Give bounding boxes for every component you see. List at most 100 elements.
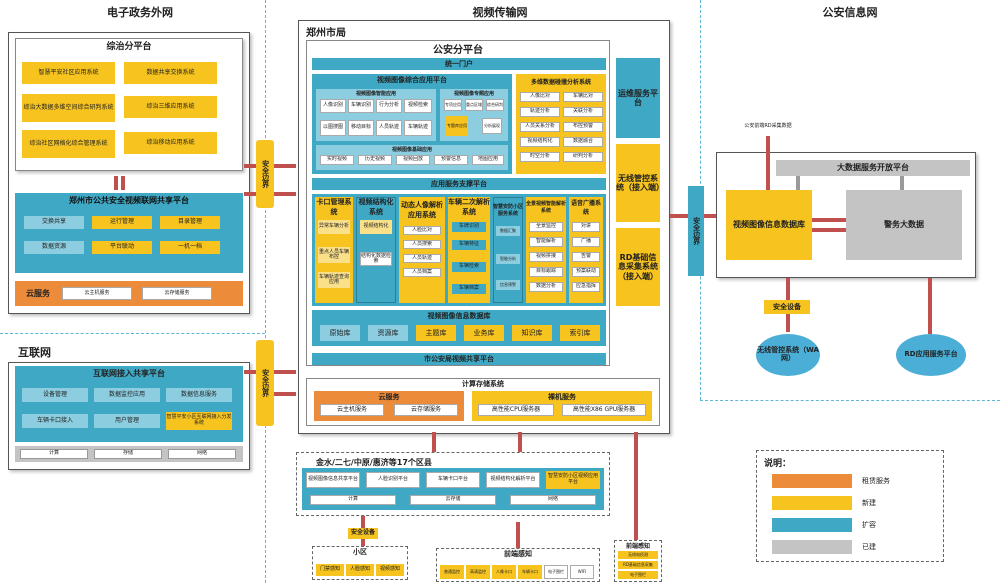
g2-item-5[interactable]: 分析展现: [482, 118, 502, 134]
g2-item-3[interactable]: 综合研判: [486, 99, 504, 111]
internet-network[interactable]: 网络: [168, 449, 236, 459]
multi-item-7[interactable]: 视频结构化: [520, 137, 560, 147]
g2-item-1[interactable]: 专项应用: [444, 99, 462, 111]
g1-item-3[interactable]: 行为分析: [376, 99, 402, 113]
system-3-item-3[interactable]: 人员轨迹: [403, 254, 441, 263]
police-big-data[interactable]: 警务大数据: [846, 190, 962, 260]
sense-item-2[interactable]: 高清监控: [466, 565, 490, 579]
district-compute[interactable]: 计算: [310, 495, 396, 505]
egov-app-2[interactable]: 数据共享交换系统: [124, 62, 217, 84]
wireless-cloud[interactable]: 无线管控系统（WA网）: [756, 334, 820, 376]
system-6-item-1[interactable]: 全景监控: [529, 222, 563, 232]
db-item-4[interactable]: 业务库: [464, 325, 504, 341]
system-5-item-3[interactable]: 信息预警: [496, 280, 520, 290]
egov-app-6[interactable]: 综治移动应用系统: [124, 132, 217, 154]
base-item-5[interactable]: 地图应用: [472, 155, 504, 165]
multi-item-4[interactable]: 关联分析: [563, 107, 603, 117]
wireless-access[interactable]: 无线管控系统（接入端）: [616, 144, 660, 222]
g2-item-4[interactable]: 专题库应用: [446, 116, 468, 136]
egov-app-4[interactable]: 综治三维应用系统: [124, 96, 217, 118]
egov-cloud-host[interactable]: 云主机服务: [62, 287, 132, 300]
system-7-item-3[interactable]: 告警: [572, 252, 600, 262]
egov-app-5[interactable]: 综治社区网格化综合管理系统: [22, 130, 115, 158]
center-cloud-host[interactable]: 云主机服务: [320, 404, 384, 416]
internet-item-1[interactable]: 设备管理: [22, 388, 88, 402]
multi-item-9[interactable]: 时空分析: [520, 152, 560, 162]
db-item-6[interactable]: 索引库: [560, 325, 600, 341]
db-item-5[interactable]: 知识库: [512, 325, 552, 341]
multi-item-2[interactable]: 车辆比对: [563, 92, 603, 102]
sense-item-1[interactable]: 普通监控: [440, 565, 464, 579]
multi-item-8[interactable]: 数据融合: [563, 137, 603, 147]
g1-item-8[interactable]: 车辆轨迹: [404, 120, 432, 136]
district-network[interactable]: 网络: [510, 495, 596, 505]
police-security-device[interactable]: 安全设备: [764, 300, 810, 314]
system-3-item-2[interactable]: 人员搜索: [403, 240, 441, 249]
support-platform[interactable]: 应用服务支撑平台: [312, 178, 606, 190]
base-item-3[interactable]: 视频回放: [396, 155, 430, 165]
system-1-item-3[interactable]: 车辆轨迹查询应用: [318, 272, 350, 288]
system-4-item-4[interactable]: 车辆档案: [452, 284, 486, 294]
multi-item-10[interactable]: 研判分析: [563, 152, 603, 162]
sense2-item-2[interactable]: RD基础信息采集: [618, 561, 658, 569]
g1-item-7[interactable]: 人员轨迹: [376, 120, 402, 136]
system-6-item-5[interactable]: 数据分析: [529, 282, 563, 292]
system-5-item-1[interactable]: 数据汇聚: [496, 226, 520, 236]
system-7-item-2[interactable]: 广播: [572, 237, 600, 247]
egov-share-2[interactable]: 运行管理: [92, 216, 152, 229]
g1-item-2[interactable]: 车辆识别: [348, 99, 374, 113]
sense2-item-1[interactable]: 无线电侦测: [618, 551, 658, 559]
egov-share-1[interactable]: 交换共享: [24, 216, 84, 229]
egov-cloud-storage[interactable]: 云存储服务: [142, 287, 212, 300]
community-item-2[interactable]: 人脸感知: [346, 564, 374, 576]
internet-item-4[interactable]: 车辆卡口接入: [22, 414, 88, 428]
district-item-4[interactable]: 视频结构化解析平台: [486, 472, 540, 488]
district-item-5[interactable]: 智慧安防小区视频应用平台: [546, 471, 600, 489]
district-item-3[interactable]: 车辆卡口平台: [426, 472, 480, 488]
internet-compute[interactable]: 计算: [20, 449, 88, 459]
egov-app-1[interactable]: 智慧平安社区应用系统: [22, 62, 115, 84]
system-2-item-2[interactable]: 结构化数据检索: [360, 252, 392, 266]
internet-item-2[interactable]: 数据监控应用: [94, 388, 160, 402]
egov-share-5[interactable]: 平台联动: [92, 241, 152, 254]
multi-item-6[interactable]: 布控预警: [563, 122, 603, 132]
egov-app-3[interactable]: 综治大数据多维空间综合研判系统: [22, 94, 115, 122]
g1-item-5[interactable]: 以图搜图: [320, 120, 346, 136]
rd-cloud[interactable]: RD应用服务平台: [896, 334, 966, 376]
g1-item-4[interactable]: 视频检索: [404, 99, 432, 113]
community-item-1[interactable]: 门禁感知: [316, 564, 344, 576]
city-share-platform[interactable]: 市公安局视频共享平台: [312, 353, 606, 365]
multi-item-1[interactable]: 人像比对: [520, 92, 560, 102]
g1-item-6[interactable]: 移动目标: [348, 120, 374, 136]
sense2-item-3[interactable]: 电子围栏: [618, 571, 658, 579]
egov-share-6[interactable]: 一机一档: [160, 241, 220, 254]
district-item-2[interactable]: 人脸识别平台: [366, 472, 420, 488]
system-2-item-1[interactable]: 视频结构化: [360, 220, 392, 234]
g1-item-1[interactable]: 人像识别: [320, 99, 346, 113]
big-data-open-platform[interactable]: 大数据服务开放平台: [776, 160, 970, 176]
security-device-community[interactable]: 安全设备: [348, 528, 378, 539]
system-5-item-2[interactable]: 智能分析: [496, 254, 520, 264]
egov-share-3[interactable]: 目录管理: [160, 216, 220, 229]
system-1-item-2[interactable]: 重点人员车辆布控: [318, 247, 350, 263]
center-cloud-storage[interactable]: 云存储服务: [394, 404, 458, 416]
db-item-3[interactable]: 主题库: [416, 325, 456, 341]
egov-share-4[interactable]: 数据资源: [24, 241, 84, 254]
internet-item-5[interactable]: 用户管理: [94, 414, 160, 428]
system-1-item-1[interactable]: 异常车辆分析: [318, 220, 350, 234]
multi-item-3[interactable]: 轨迹分析: [520, 107, 560, 117]
system-4-item-2[interactable]: 车辆特征: [452, 240, 486, 250]
base-item-2[interactable]: 历史视频: [358, 155, 392, 165]
police-video-db[interactable]: 视频图像信息数据库: [726, 190, 812, 260]
sense-item-3[interactable]: 人像卡口: [492, 565, 516, 579]
base-item-1[interactable]: 实时视频: [320, 155, 354, 165]
system-7-item-1[interactable]: 对讲: [572, 222, 600, 232]
base-item-4[interactable]: 预警信息: [434, 155, 468, 165]
internet-item-6[interactable]: 智慧平安小区互联网接入分发系统: [166, 412, 232, 430]
system-7-item-5[interactable]: 应急指挥: [572, 282, 600, 292]
multi-item-5[interactable]: 人员关系分析: [520, 122, 560, 132]
community-item-3[interactable]: 视频感知: [376, 564, 404, 576]
db-item-1[interactable]: 原始库: [320, 325, 360, 341]
unified-portal[interactable]: 统一门户: [312, 58, 606, 70]
system-7-item-4[interactable]: 预案联动: [572, 267, 600, 277]
